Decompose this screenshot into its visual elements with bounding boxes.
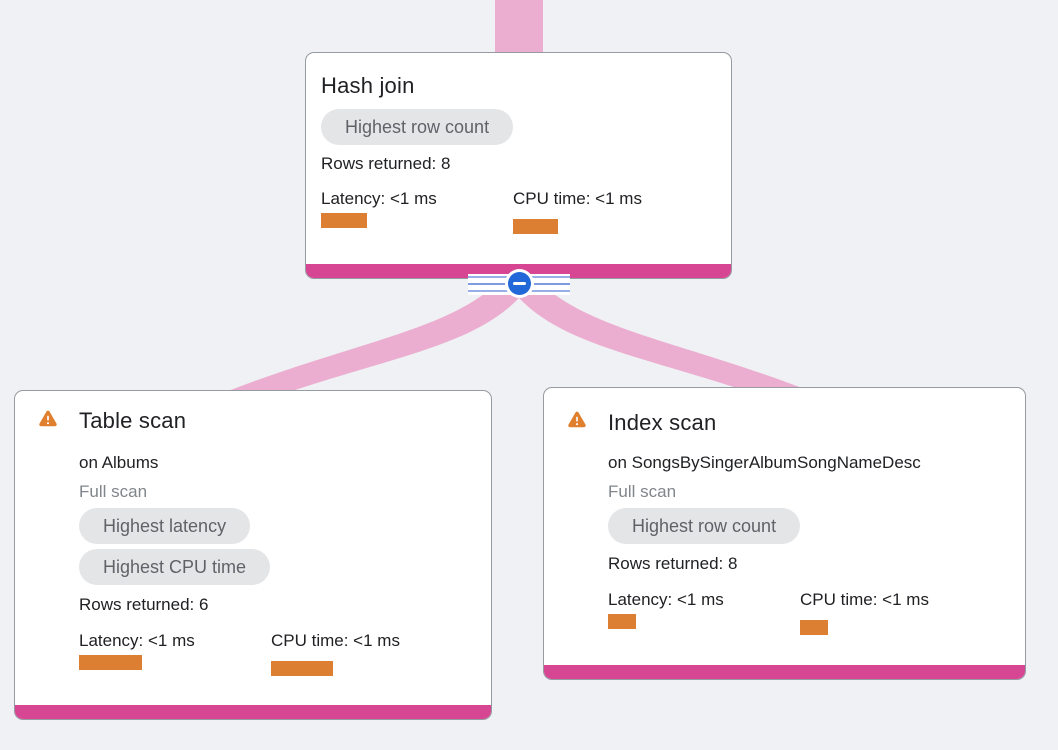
collapse-children-button[interactable]	[505, 269, 534, 298]
warning-icon	[39, 410, 57, 427]
latency-label: Latency: <1 ms	[321, 189, 437, 208]
node-accent-strip	[15, 705, 491, 719]
node-title: Hash join	[321, 73, 415, 98]
node-title: Table scan	[79, 408, 187, 433]
warning-icon	[568, 411, 586, 428]
scan-type: Full scan	[608, 482, 677, 501]
rows-returned: Rows returned: 8	[321, 154, 451, 173]
cpu-time-label: CPU time: <1 ms	[800, 590, 929, 609]
node-target: on SongsBySingerAlbumSongNameDesc	[608, 453, 921, 472]
badge-highest-row-count: Highest row count	[321, 109, 514, 145]
plan-node-hash-join[interactable]: Hash join Highest row count Rows returne…	[305, 52, 732, 279]
latency-label: Latency: <1 ms	[608, 590, 724, 609]
badge-highest-cpu-time: Highest CPU time	[79, 549, 271, 585]
cpu-time-bar	[271, 661, 333, 676]
badge-highest-latency: Highest latency	[79, 508, 251, 544]
scan-type: Full scan	[79, 482, 148, 501]
node-accent-strip	[544, 665, 1025, 679]
cpu-time-bar	[513, 219, 558, 234]
edge-to-table-scan	[228, 283, 519, 391]
rows-returned: Rows returned: 6	[79, 595, 209, 614]
plan-node-index-scan[interactable]: Index scan on SongsBySingerAlbumSongName…	[543, 387, 1026, 680]
edge-to-index-scan	[519, 283, 810, 391]
cpu-time-label: CPU time: <1 ms	[271, 631, 400, 650]
latency-bar	[321, 213, 367, 228]
rows-returned: Rows returned: 8	[608, 554, 738, 573]
latency-label: Latency: <1 ms	[79, 631, 195, 650]
node-target: on Albums	[79, 453, 159, 472]
latency-bar	[79, 655, 142, 670]
cpu-time-label: CPU time: <1 ms	[513, 189, 642, 208]
badge-highest-row-count: Highest row count	[608, 508, 801, 544]
node-title: Index scan	[608, 410, 717, 435]
edge-parent-pipe	[495, 0, 543, 53]
collapse-icon	[508, 272, 531, 295]
latency-bar	[608, 614, 636, 629]
cpu-time-bar	[800, 620, 828, 635]
plan-node-table-scan[interactable]: Table scan on Albums Full scan Highest l…	[14, 390, 492, 720]
